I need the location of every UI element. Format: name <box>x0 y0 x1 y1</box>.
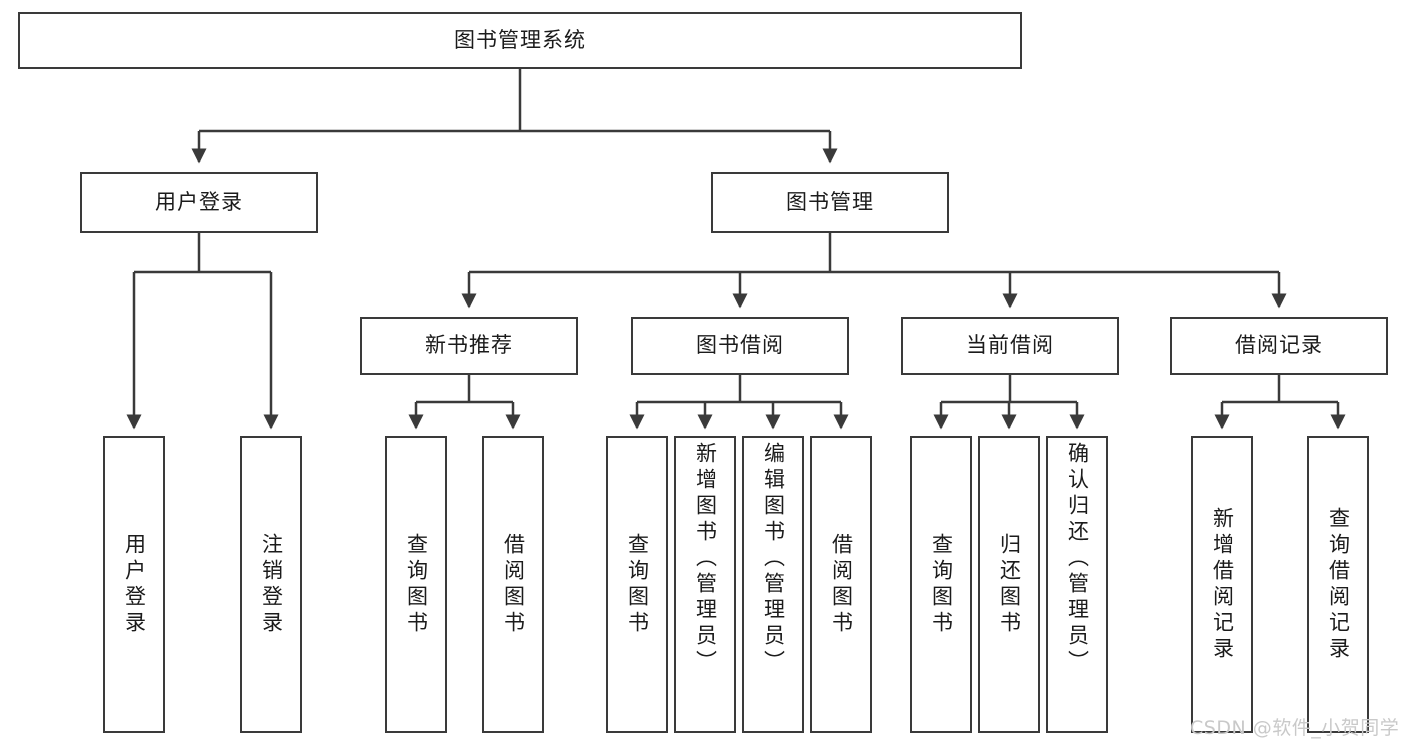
node-label: 归还图书 <box>997 532 1022 637</box>
node-borrowing-record[interactable]: 借阅记录 <box>1170 317 1388 375</box>
node-label: 图书管理 <box>786 189 874 214</box>
node-user-login[interactable]: 用户登录 <box>80 172 318 233</box>
node-label: 查询图书 <box>404 532 429 637</box>
node-label: 新增图书（管理员） <box>693 442 718 676</box>
leaf-book-borrow-add-book-admin[interactable]: 新增图书（管理员） <box>674 436 736 733</box>
node-label: 用户登录 <box>122 532 147 637</box>
node-label: 借阅记录 <box>1235 333 1323 358</box>
node-new-book-recommendation[interactable]: 新书推荐 <box>360 317 578 375</box>
leaf-new-book-borrow-books[interactable]: 借阅图书 <box>482 436 544 733</box>
leaf-current-borrow-return-books[interactable]: 归还图书 <box>978 436 1040 733</box>
node-label: 查询图书 <box>625 532 650 637</box>
node-book-borrowing[interactable]: 图书借阅 <box>631 317 849 375</box>
node-label: 确认归还（管理员） <box>1065 442 1090 676</box>
leaf-book-borrow-edit-book-admin[interactable]: 编辑图书（管理员） <box>742 436 804 733</box>
node-label: 新增借阅记录 <box>1210 506 1235 663</box>
leaf-user-login-login[interactable]: 用户登录 <box>103 436 165 733</box>
node-label: 当前借阅 <box>966 333 1054 358</box>
node-label: 查询借阅记录 <box>1326 506 1351 663</box>
leaf-book-borrow-query-books[interactable]: 查询图书 <box>606 436 668 733</box>
node-label: 用户登录 <box>155 189 243 214</box>
node-label: 图书借阅 <box>696 333 784 358</box>
node-label: 借阅图书 <box>501 532 526 637</box>
leaf-book-borrow-borrow-books[interactable]: 借阅图书 <box>810 436 872 733</box>
leaf-current-borrow-query-books[interactable]: 查询图书 <box>910 436 972 733</box>
leaf-current-borrow-confirm-return-admin[interactable]: 确认归还（管理员） <box>1046 436 1108 733</box>
node-label: 编辑图书（管理员） <box>761 442 786 676</box>
node-label: 新书推荐 <box>425 333 513 358</box>
leaf-borrow-record-add-record[interactable]: 新增借阅记录 <box>1191 436 1253 733</box>
node-label: 借阅图书 <box>829 532 854 637</box>
leaf-new-book-query-books[interactable]: 查询图书 <box>385 436 447 733</box>
node-current-borrowing[interactable]: 当前借阅 <box>901 317 1119 375</box>
node-label: 查询图书 <box>929 532 954 637</box>
leaf-user-login-logout[interactable]: 注销登录 <box>240 436 302 733</box>
node-book-management[interactable]: 图书管理 <box>711 172 949 233</box>
node-label: 注销登录 <box>259 532 284 637</box>
leaf-borrow-record-query-record[interactable]: 查询借阅记录 <box>1307 436 1369 733</box>
node-label: 图书管理系统 <box>454 27 586 52</box>
node-root-book-management-system[interactable]: 图书管理系统 <box>18 12 1022 69</box>
